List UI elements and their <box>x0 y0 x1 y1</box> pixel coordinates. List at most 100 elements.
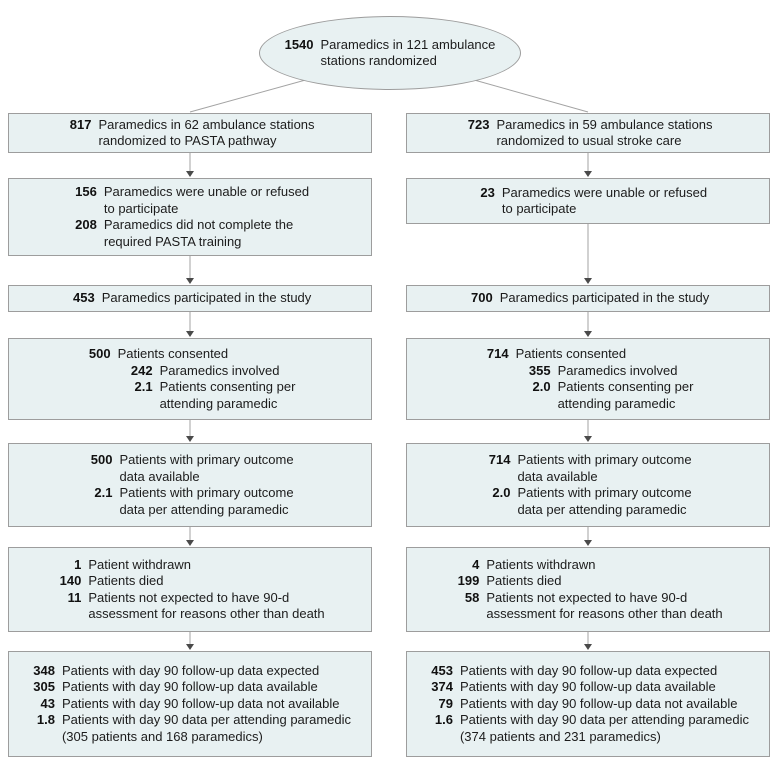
flow-entry: 453 Patients with day 90 follow-up data … <box>427 663 749 680</box>
flow-entry: 305 Patients with day 90 follow-up data … <box>29 679 351 696</box>
entry-count: 355 <box>528 362 551 378</box>
entry-count: 714 <box>488 452 511 467</box>
entry-label: Patients withdrawn <box>486 556 596 572</box>
entry-count: 23 <box>480 184 495 200</box>
flow-entry: 355 Paramedics involved <box>525 363 694 380</box>
flow-entry: 43 Patients with day 90 follow-up data n… <box>29 696 351 713</box>
entry-label: Paramedics involved <box>159 362 280 378</box>
entry-count: 1.8 <box>36 712 55 728</box>
box-usual-randomized: 723 Paramedics in 59 ambulance stations … <box>406 113 770 153</box>
entry-count: 453 <box>73 290 95 306</box>
diagonal-connectors <box>189 75 589 113</box>
entry-label: Paramedics were unable or refused to par… <box>103 184 310 216</box>
entry-label: Patients died <box>88 573 164 588</box>
box-pasta-nonparticipation: 156 Paramedics were unable or refused to… <box>8 178 372 256</box>
flow-entry: 1.6 Patients with day 90 data per attend… <box>427 712 749 745</box>
flow-entry: 58 Patients not expected to have 90-d as… <box>453 589 723 623</box>
entry-label: Patients with day 90 follow-up data avai… <box>459 679 716 695</box>
entry-label: Patients with primary outcome data avail… <box>119 452 294 484</box>
entry-label: Patients with primary outcome data per a… <box>119 485 294 517</box>
flow-entry: 11 Patients not expected to have 90-d as… <box>55 589 325 623</box>
flow-entry: 4 Patients withdrawn <box>453 557 722 574</box>
entry-label: Patients with day 90 follow-up data avai… <box>61 679 318 695</box>
box-usual-nonparticipation: 23 Paramedics were unable or refused to … <box>406 178 770 224</box>
entry-label: Patients with day 90 follow-up data not … <box>61 695 340 711</box>
box-pasta-primary-outcome: 500 Patients with primary outcome data a… <box>8 443 372 527</box>
entry-count: 817 <box>69 116 92 132</box>
flow-entry: 453 Paramedics participated in the study <box>69 290 312 307</box>
flow-entry: 500 Patients consented <box>85 346 296 363</box>
vertical-connectors <box>189 153 589 645</box>
entry-label: Paramedics in 121 ambulance stations ran… <box>320 36 496 69</box>
entry-label: Patients consented <box>117 346 229 361</box>
entry-label: Patients with primary outcome data per a… <box>517 485 692 517</box>
flow-entry: 2.0 Patients with primary outcome data p… <box>484 485 691 518</box>
entry-label: Paramedics in 62 ambulance stations rand… <box>98 116 315 149</box>
flow-entry: 700 Paramedics participated in the study <box>467 290 709 307</box>
entry-count: 140 <box>59 573 82 588</box>
entry-label: Patients consenting per attending parame… <box>159 379 296 411</box>
flow-entry: 156 Paramedics were unable or refused to… <box>71 184 309 217</box>
entry-count: 2.1 <box>134 379 153 394</box>
box-usual-participated: 700 Paramedics participated in the study <box>406 285 770 312</box>
entry-label: Patients consented <box>515 346 627 361</box>
box-usual-followup: 453 Patients with day 90 follow-up data … <box>406 651 770 757</box>
flow-entry: 208 Paramedics did not complete the requ… <box>71 217 309 250</box>
entry-label: Patients with day 90 data per attending … <box>61 712 352 744</box>
entry-label: Patients with day 90 follow-up data expe… <box>61 662 320 678</box>
flow-entry: 500 Patients with primary outcome data a… <box>86 452 294 485</box>
entry-count: 723 <box>467 116 490 132</box>
box-usual-consented: 714 Patients consented 355 Paramedics in… <box>406 338 770 420</box>
entry-count: 374 <box>431 679 453 695</box>
flow-entry: 2.0 Patients consenting per attending pa… <box>525 379 694 412</box>
flow-entry: 714 Patients consented <box>483 346 694 363</box>
flow-entry: 817 Paramedics in 62 ambulance stations … <box>65 116 315 150</box>
entry-count: 199 <box>457 573 480 588</box>
entry-count: 2.0 <box>532 379 551 394</box>
entry-count: 1540 <box>284 36 314 52</box>
entry-label: Patients with day 90 follow-up data not … <box>459 695 738 711</box>
entry-count: 453 <box>431 662 453 678</box>
entry-count: 156 <box>75 184 97 199</box>
entry-count: 4 <box>472 556 480 572</box>
flow-entry: 374 Patients with day 90 follow-up data … <box>427 679 749 696</box>
entry-label: Patients with primary outcome data avail… <box>517 452 692 484</box>
entry-count: 500 <box>90 452 113 467</box>
entry-label: Paramedics were unable or refused to par… <box>501 184 708 217</box>
flow-entry: 23 Paramedics were unable or refused to … <box>469 185 707 218</box>
entry-count: 500 <box>88 346 111 361</box>
entry-count: 700 <box>471 290 493 306</box>
entry-label: Patients not expected to have 90-d asses… <box>88 589 325 622</box>
entry-count: 58 <box>464 589 480 605</box>
entry-label: Patients died <box>486 573 562 588</box>
flow-entry: 1540 Paramedics in 121 ambulance station… <box>285 37 496 70</box>
box-pasta-randomized: 817 Paramedics in 62 ambulance stations … <box>8 113 372 153</box>
flow-entry: 199 Patients died <box>453 573 722 590</box>
box-usual-primary-outcome: 714 Patients with primary outcome data a… <box>406 443 770 527</box>
entry-label: Patient withdrawn <box>88 556 191 572</box>
flow-entry: 714 Patients with primary outcome data a… <box>484 452 692 485</box>
box-pasta-consented: 500 Patients consented 242 Paramedics in… <box>8 338 372 420</box>
flow-entry: 2.1 Patients consenting per attending pa… <box>127 379 296 412</box>
flow-entry: 140 Patients died <box>55 573 324 590</box>
entry-label: Patients consenting per attending parame… <box>557 379 694 411</box>
flow-entry: 79 Patients with day 90 follow-up data n… <box>427 696 749 713</box>
flow-entry: 723 Paramedics in 59 ambulance stations … <box>463 116 713 150</box>
entry-count: 43 <box>40 695 55 711</box>
entry-count: 11 <box>67 589 82 605</box>
entry-count: 1.6 <box>434 712 453 728</box>
flow-entry: 348 Patients with day 90 follow-up data … <box>29 663 351 680</box>
entry-count: 2.0 <box>492 485 511 500</box>
arrowhead-icons <box>186 171 592 650</box>
box-content: 1540 Paramedics in 121 ambulance station… <box>285 37 496 70</box>
entry-count: 714 <box>486 346 509 361</box>
entry-count: 79 <box>438 695 453 711</box>
flow-entry: 242 Paramedics involved <box>127 363 296 380</box>
box-pasta-followup: 348 Patients with day 90 follow-up data … <box>8 651 372 757</box>
entry-label: Patients not expected to have 90-d asses… <box>486 589 723 622</box>
entry-label: Paramedics participated in the study <box>101 290 312 306</box>
flow-entry: 1.8 Patients with day 90 data per attend… <box>29 712 351 745</box>
entry-count: 208 <box>75 217 97 232</box>
